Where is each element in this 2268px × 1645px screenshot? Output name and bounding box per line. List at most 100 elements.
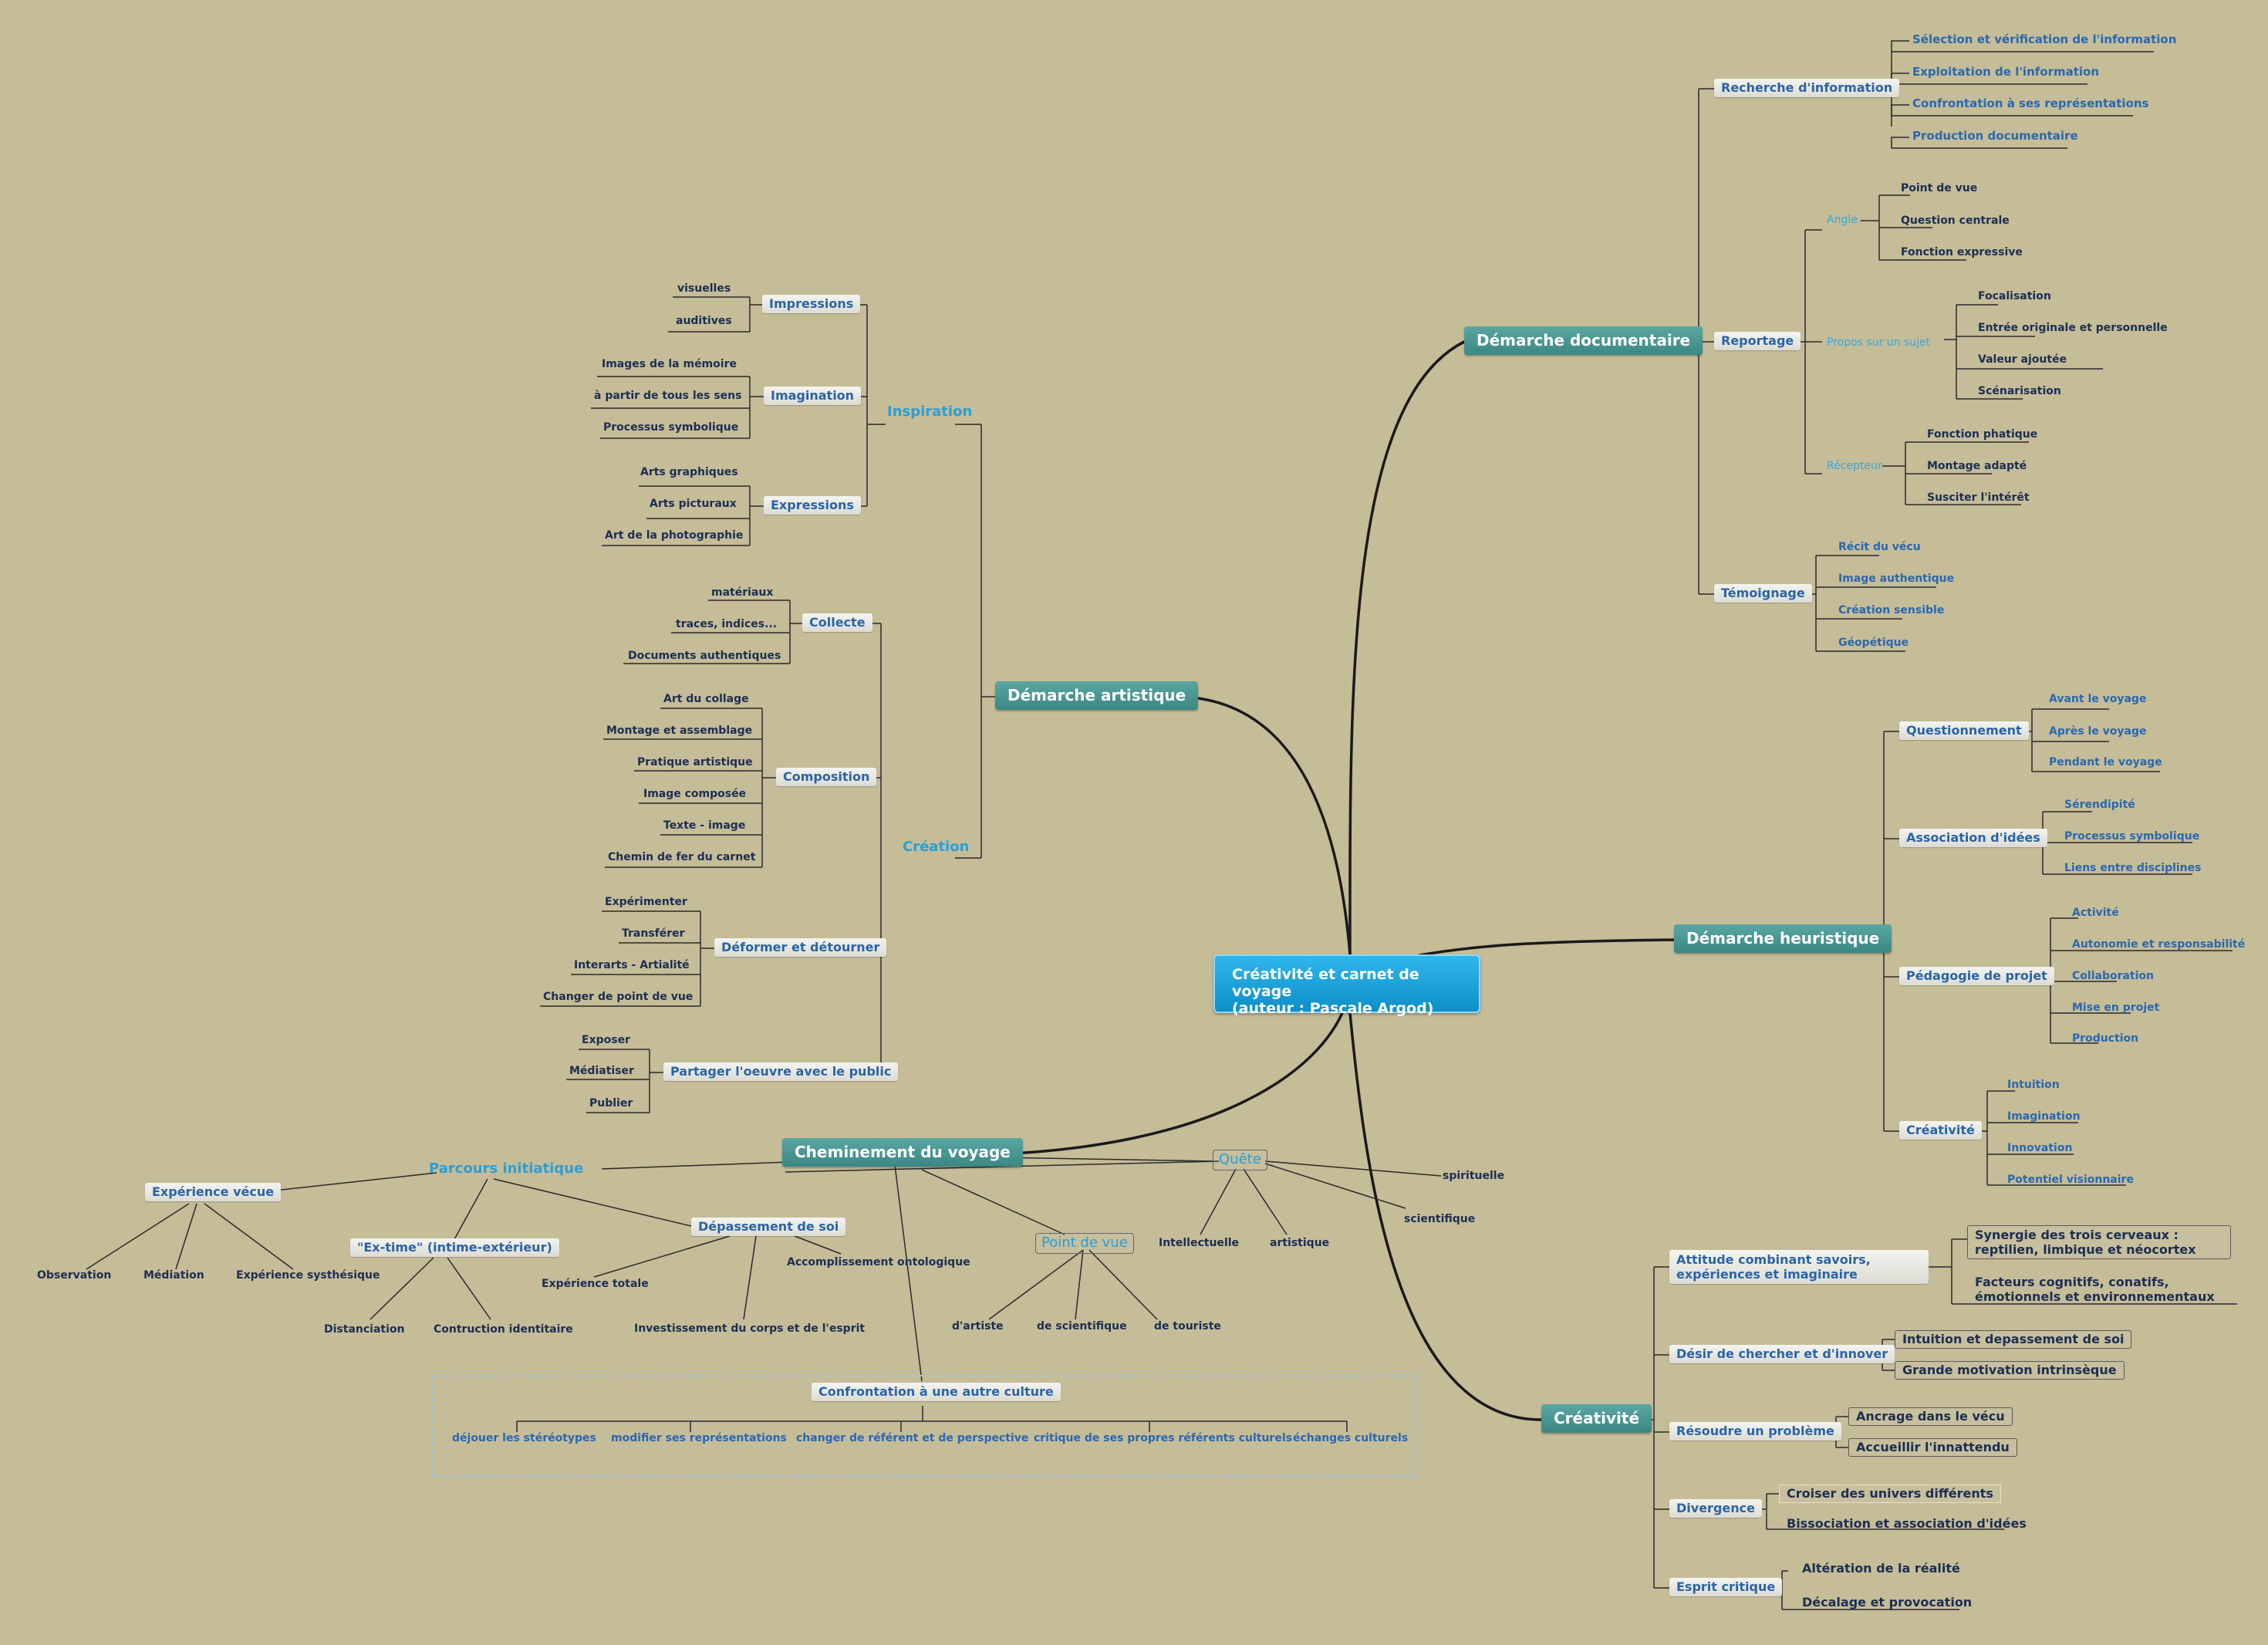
leaf-pratique-artistique[interactable]: Pratique artistique (637, 756, 753, 768)
leaf-fonction-expressive[interactable]: Fonction expressive (1901, 246, 2023, 258)
leaf-image-authentique[interactable]: Image authentique (1838, 573, 1955, 585)
node-partager-oeuvre[interactable]: Partager l'oeuvre avec le public (663, 1062, 899, 1082)
leaf-critique-referents[interactable]: critique de ses propres référents cultur… (1034, 1432, 1292, 1444)
leaf-entree-originale[interactable]: Entrée originale et personnelle (1978, 322, 2168, 334)
node-reportage[interactable]: Reportage (1714, 332, 1801, 351)
leaf-creation-sensible[interactable]: Création sensible (1838, 604, 1945, 616)
node-collecte[interactable]: Collecte (802, 613, 872, 633)
leaf-processus-symbolique[interactable]: Processus symbolique (603, 421, 739, 434)
leaf-accomplissement-ontologique[interactable]: Accomplissement ontologique (787, 1256, 970, 1268)
leaf-intuition-depassement[interactable]: Intuition et depassement de soi (1895, 1330, 2132, 1349)
branch-demarche-documentaire[interactable]: Démarche documentaire (1464, 326, 1703, 355)
leaf-production[interactable]: Production (2072, 1032, 2139, 1045)
leaf-confrontation-representations[interactable]: Confrontation à ses représentations (1912, 96, 2149, 110)
leaf-facteurs-cognitifs[interactable]: Facteurs cognitifs, conatifs, émotionnel… (1975, 1275, 2215, 1304)
leaf-potentiel-visionnaire[interactable]: Potentiel visionnaire (2007, 1174, 2134, 1186)
node-pedagogie-de-projet[interactable]: Pédagogie de projet (1899, 967, 2054, 986)
node-recherche-information[interactable]: Recherche d'information (1714, 79, 1900, 98)
leaf-echanges-culturels[interactable]: échanges culturels (1293, 1432, 1409, 1444)
leaf-serendipite[interactable]: Sérendipité (2064, 799, 2135, 811)
leaf-scientifique[interactable]: scientifique (1404, 1213, 1476, 1225)
node-desir-chercher[interactable]: Désir de chercher et d'innover (1669, 1345, 1895, 1364)
node-esprit-critique[interactable]: Esprit critique (1669, 1578, 1783, 1597)
node-confrontation-culture[interactable]: Confrontation à une autre culture (812, 1383, 1061, 1402)
leaf-dejouer-stereotypes[interactable]: déjouer les stéréotypes (452, 1432, 596, 1444)
leaf-interarts[interactable]: Interarts - Artialité (574, 959, 690, 971)
branch-cheminement-du-voyage[interactable]: Cheminement du voyage (782, 1138, 1023, 1167)
central-topic[interactable]: Créativité et carnet de voyage (auteur :… (1213, 954, 1480, 1017)
leaf-experience-synesthesique[interactable]: Expérience systhésique (236, 1269, 380, 1282)
leaf-art-du-collage[interactable]: Art du collage (663, 693, 749, 705)
leaf-auditives[interactable]: auditives (676, 315, 732, 327)
leaf-montage-adapte[interactable]: Montage adapté (1927, 460, 2027, 472)
leaf-de-touriste[interactable]: de touriste (1154, 1320, 1221, 1333)
leaf-avant-le-voyage[interactable]: Avant le voyage (2049, 693, 2147, 705)
leaf-experimenter[interactable]: Expérimenter (605, 896, 687, 908)
node-point-de-vue[interactable]: Point de vue (1035, 1233, 1134, 1254)
leaf-susciter-interet[interactable]: Susciter l'intérêt (1927, 491, 2030, 504)
leaf-mediatiser[interactable]: Médiatiser (569, 1065, 634, 1077)
node-quete[interactable]: Quête (1213, 1150, 1267, 1170)
node-propos-sur-un-sujet[interactable]: Propos sur un sujet (1827, 336, 1931, 349)
leaf-processus-symbolique-heur[interactable]: Processus symbolique (2064, 830, 2200, 843)
leaf-images-memoire[interactable]: Images de la mémoire (602, 358, 737, 370)
leaf-distanciation[interactable]: Distanciation (324, 1323, 405, 1336)
node-temoignage[interactable]: Témoignage (1714, 584, 1812, 603)
leaf-valeur-ajoutee[interactable]: Valeur ajoutée (1978, 353, 2067, 366)
leaf-innovation[interactable]: Innovation (2007, 1142, 2073, 1154)
leaf-tous-les-sens[interactable]: à partir de tous les sens (594, 390, 742, 402)
leaf-artistique[interactable]: artistique (1270, 1237, 1330, 1249)
leaf-croiser-univers[interactable]: Croiser des univers différents (1779, 1485, 2001, 1504)
node-divergence[interactable]: Divergence (1669, 1499, 1762, 1518)
leaf-arts-graphiques[interactable]: Arts graphiques (640, 466, 738, 478)
leaf-visuelles[interactable]: visuelles (677, 282, 731, 295)
leaf-experience-totale[interactable]: Expérience totale (542, 1278, 649, 1290)
leaf-liens-entre-disciplines[interactable]: Liens entre disciplines (2064, 862, 2202, 874)
leaf-decalage-provocation[interactable]: Décalage et provocation (1802, 1595, 1973, 1610)
leaf-pendant-le-voyage[interactable]: Pendant le voyage (2049, 756, 2162, 768)
leaf-production-documentaire[interactable]: Production documentaire (1912, 129, 2078, 143)
leaf-grande-motivation[interactable]: Grande motivation intrinsèque (1895, 1361, 2125, 1380)
leaf-modifier-representations[interactable]: modifier ses représentations (611, 1432, 787, 1444)
leaf-alteration-realite[interactable]: Altération de la réalité (1802, 1561, 1960, 1576)
leaf-apres-le-voyage[interactable]: Après le voyage (2049, 725, 2147, 738)
branch-demarche-heuristique[interactable]: Démarche heuristique (1674, 924, 1892, 953)
leaf-fonction-phatique[interactable]: Fonction phatique (1927, 428, 2038, 441)
leaf-publier[interactable]: Publier (589, 1097, 633, 1110)
branch-demarche-artistique[interactable]: Démarche artistique (995, 681, 1199, 710)
leaf-accueillir-innattendu[interactable]: Accueillir l'innattendu (1848, 1438, 2017, 1458)
node-recepteur[interactable]: Récepteur (1827, 460, 1882, 472)
leaf-recit-du-vecu[interactable]: Récit du vécu (1838, 541, 1921, 553)
leaf-imagination-heur[interactable]: Imagination (2007, 1110, 2081, 1123)
branch-creativite[interactable]: Créativité (1541, 1404, 1652, 1433)
node-deformer-detourner[interactable]: Déformer et détourner (714, 938, 887, 958)
leaf-arts-picturaux[interactable]: Arts picturaux (650, 498, 737, 510)
leaf-changer-point-de-vue[interactable]: Changer de point de vue (543, 991, 694, 1003)
leaf-scenarisation[interactable]: Scénarisation (1978, 385, 2061, 397)
leaf-collaboration[interactable]: Collaboration (2072, 970, 2155, 982)
node-expressions[interactable]: Expressions (764, 496, 861, 515)
leaf-documents-authentiques[interactable]: Documents authentiques (628, 650, 781, 662)
leaf-texte-image[interactable]: Texte - image (663, 819, 746, 832)
leaf-montage-assemblage[interactable]: Montage et assemblage (606, 725, 753, 737)
leaf-art-photographie[interactable]: Art de la photographie (605, 529, 744, 542)
leaf-intellectuelle[interactable]: Intellectuelle (1159, 1237, 1240, 1249)
leaf-mediation[interactable]: Médiation (143, 1269, 204, 1282)
node-experience-vecue[interactable]: Expérience vécue (145, 1183, 282, 1202)
leaf-bissociation[interactable]: Bissociation et association d'idées (1787, 1516, 2027, 1531)
leaf-geopetique[interactable]: Géopétique (1838, 637, 1909, 649)
leaf-spirituelle[interactable]: spirituelle (1443, 1170, 1505, 1182)
node-association-idees[interactable]: Association d'idées (1899, 829, 2047, 848)
leaf-traces-indices[interactable]: traces, indices... (676, 618, 778, 630)
leaf-intuition[interactable]: Intuition (2007, 1079, 2060, 1091)
leaf-materiaux[interactable]: matériaux (711, 586, 774, 599)
leaf-construction-identitaire[interactable]: Contruction identitaire (434, 1323, 573, 1336)
node-questionnement[interactable]: Questionnement (1899, 721, 2029, 741)
node-parcours-initiatique[interactable]: Parcours initiatique (429, 1160, 584, 1177)
node-resoudre-probleme[interactable]: Résoudre un problème (1669, 1422, 1841, 1441)
node-inspiration[interactable]: Inspiration (887, 404, 973, 420)
leaf-de-scientifique[interactable]: de scientifique (1037, 1320, 1127, 1333)
node-creativite-heur[interactable]: Créativité (1899, 1121, 1982, 1140)
leaf-point-de-vue[interactable]: Point de vue (1901, 182, 1978, 194)
node-impressions[interactable]: Impressions (762, 295, 861, 314)
